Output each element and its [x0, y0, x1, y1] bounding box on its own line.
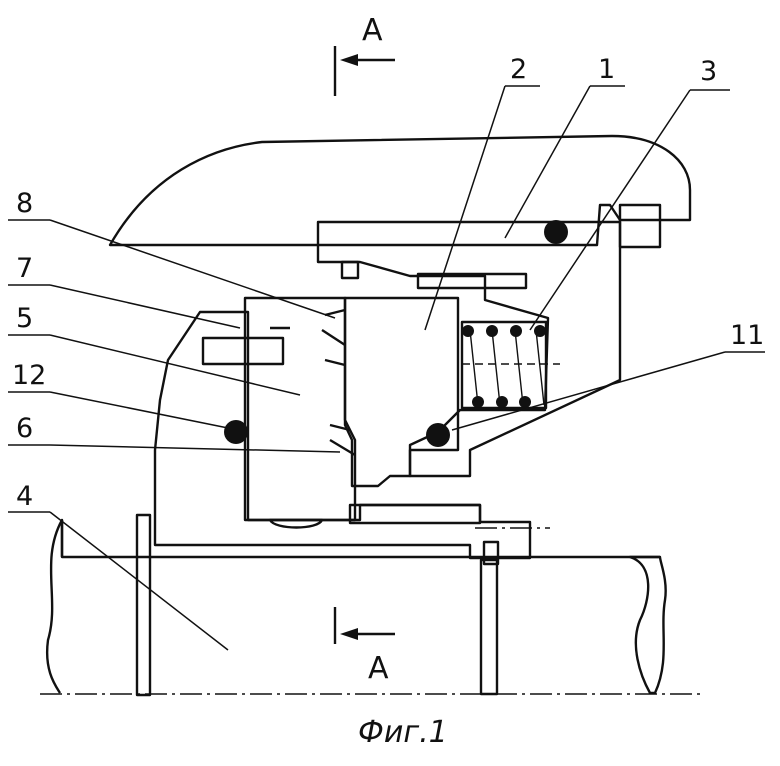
- label-6: 6: [16, 413, 33, 444]
- shaft-right-break: [628, 555, 667, 695]
- figure-caption: Фиг.1: [358, 715, 448, 750]
- label-1: 1: [598, 54, 615, 85]
- gland-body: [153, 310, 532, 560]
- part-5-seat-ring: [243, 296, 357, 522]
- label-5: 5: [16, 303, 33, 334]
- set-screw: [268, 518, 324, 529]
- label-2: 2: [510, 54, 527, 85]
- spring: [460, 320, 560, 410]
- part-2-face-ring: [343, 296, 460, 488]
- shaft-step: [135, 513, 152, 697]
- label-12: 12: [12, 360, 46, 391]
- o-ring-housing: [544, 220, 568, 244]
- spring-pocket: [460, 320, 548, 410]
- leaders: [8, 85, 765, 651]
- retaining-ring: [482, 540, 500, 566]
- pin-top: [416, 272, 528, 290]
- shaft: [40, 513, 700, 697]
- label-8: 8: [16, 188, 33, 219]
- seat-ring-relief: [324, 308, 351, 432]
- section-label-top: A: [362, 13, 383, 48]
- label-7: 7: [16, 253, 33, 284]
- label-11: 11: [730, 320, 764, 351]
- section-marker-bottom: A: [333, 607, 395, 686]
- o-ring-12: [224, 420, 248, 444]
- part-1-carrier: [316, 220, 622, 478]
- o-ring-11: [426, 423, 450, 447]
- housing: [108, 134, 692, 247]
- label-3: 3: [700, 56, 717, 87]
- key-small: [340, 260, 360, 280]
- section-marker-top: A: [333, 13, 395, 96]
- shaft-groove: [479, 558, 499, 696]
- ring-right-top: [618, 203, 662, 249]
- section-label-bottom: A: [368, 651, 389, 686]
- label-4: 4: [16, 481, 33, 512]
- shaft-left-end: [45, 518, 150, 694]
- sleeve-bottom: [348, 503, 482, 525]
- pin-7: [201, 336, 285, 366]
- part-labels: 1 2 3 4 5 6 7 8 11 12: [12, 54, 764, 512]
